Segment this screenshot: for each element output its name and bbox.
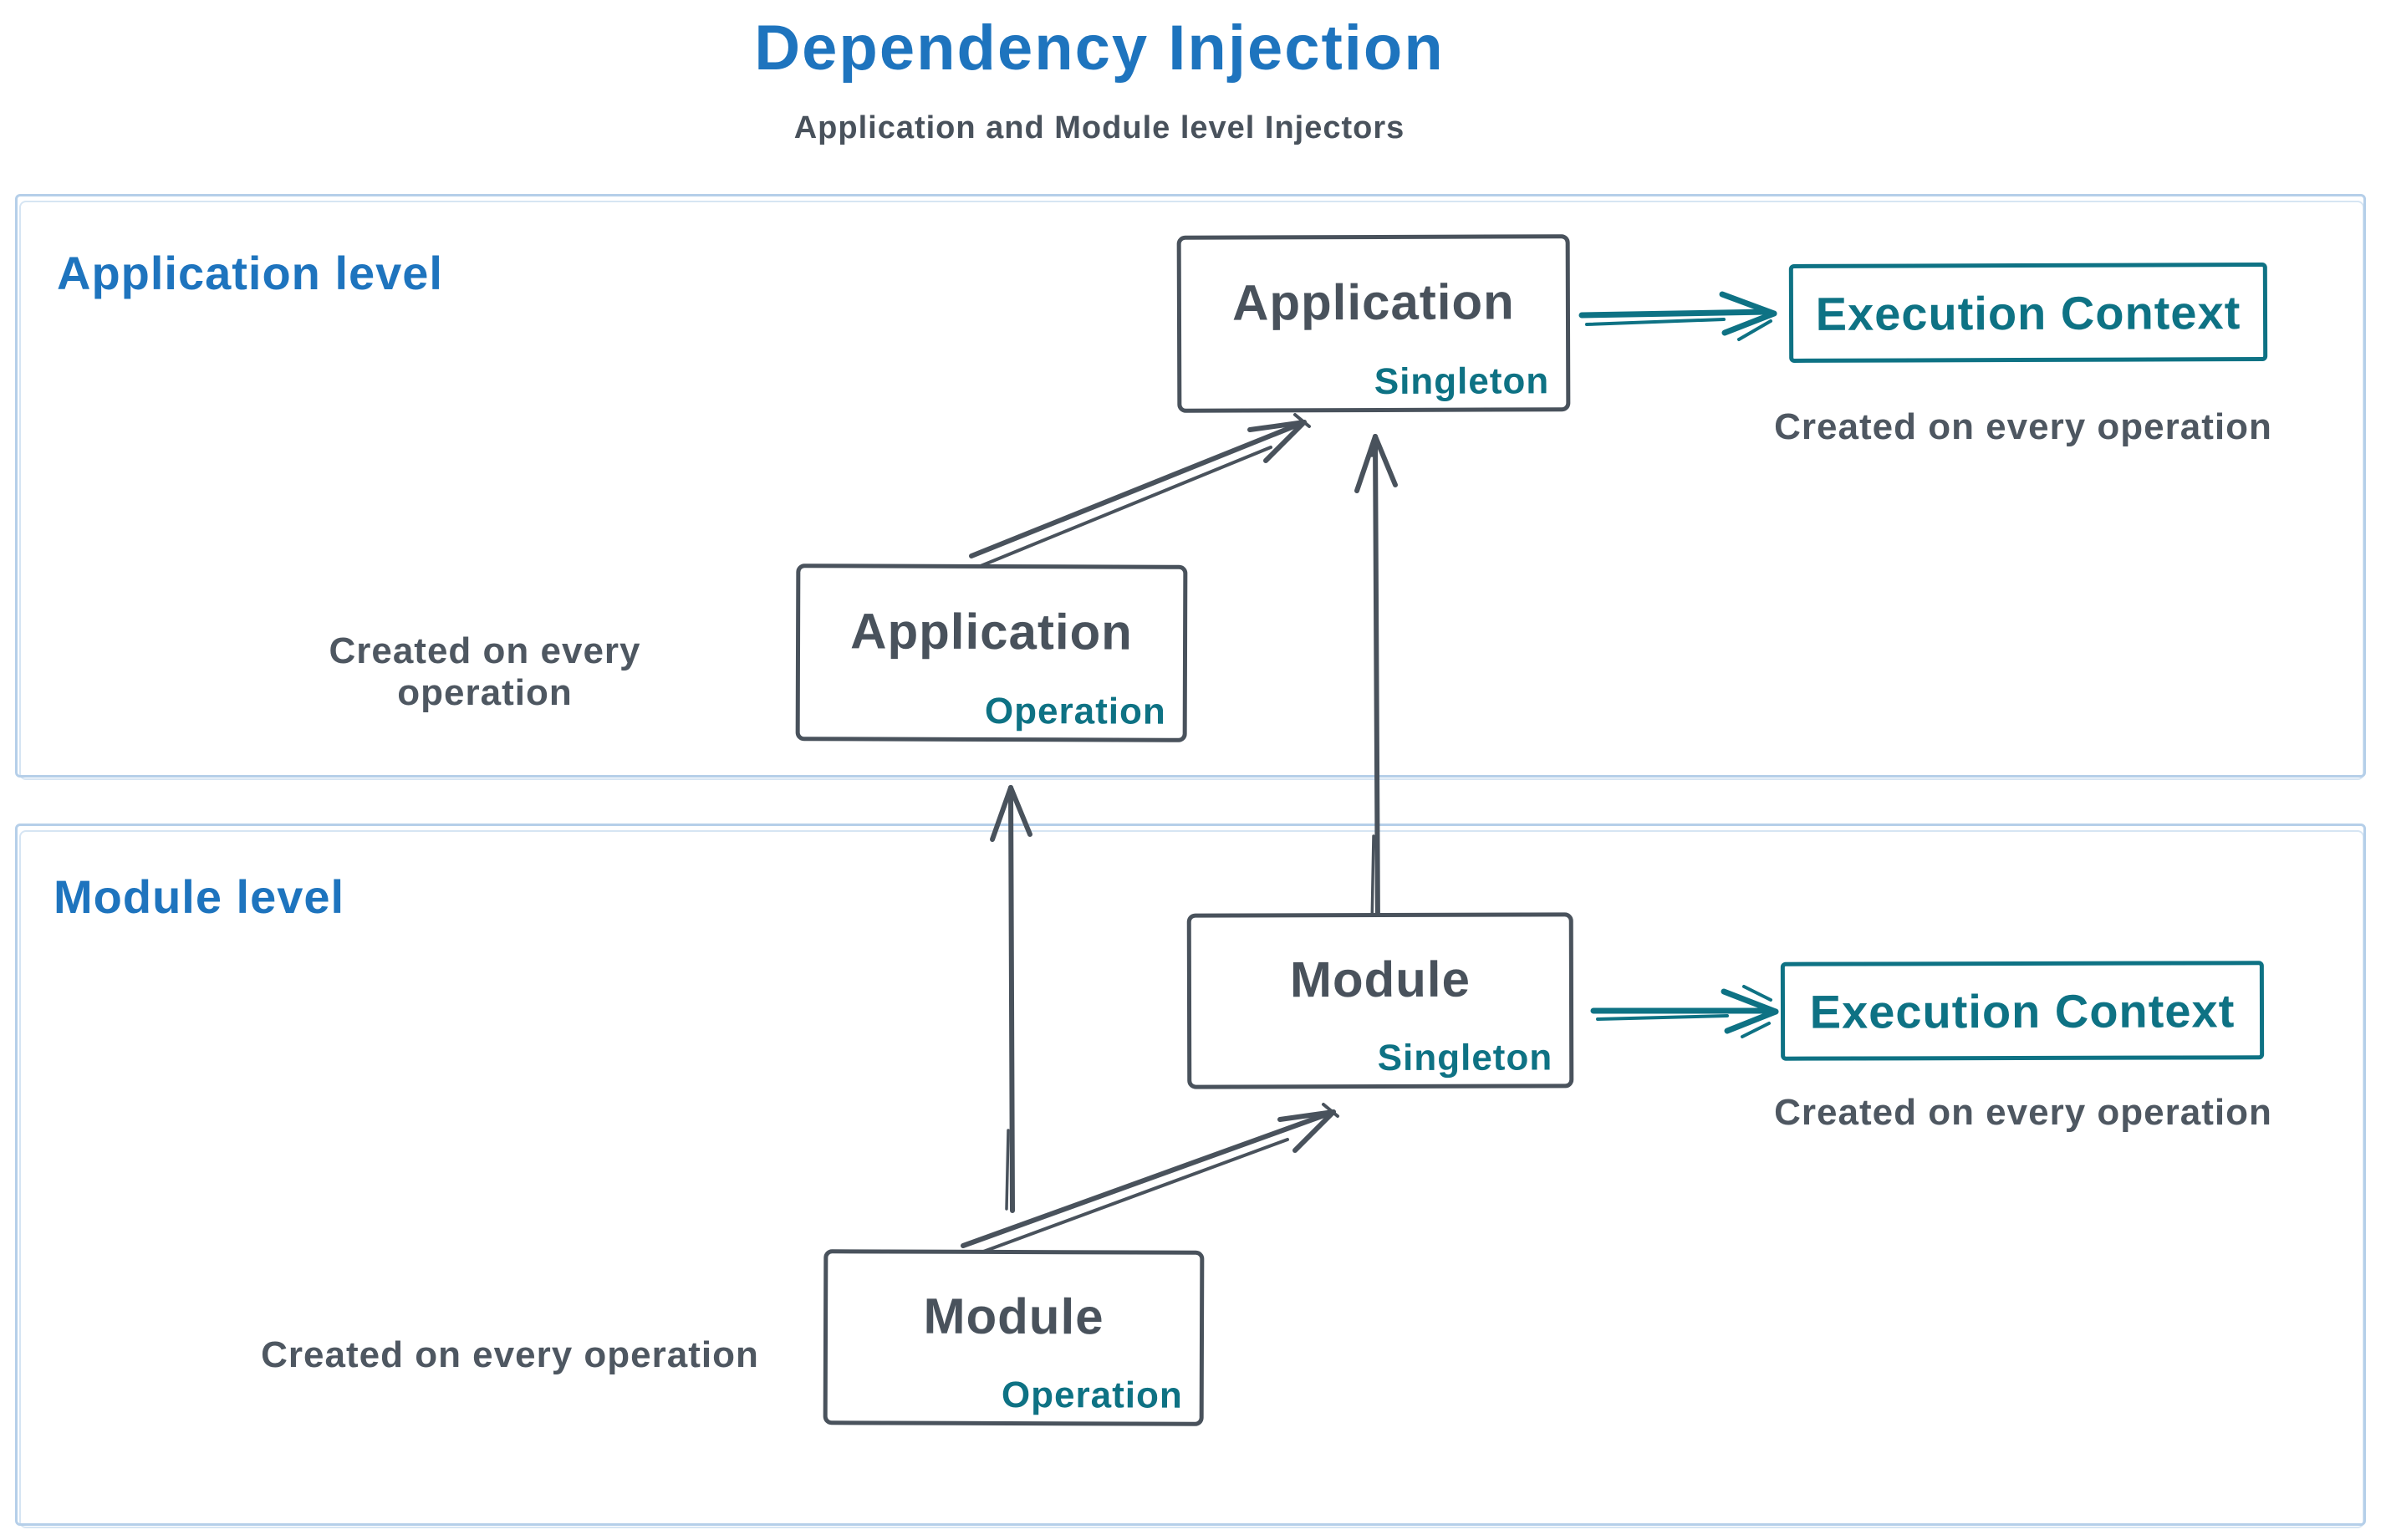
application-singleton-node: Application Singleton bbox=[1176, 234, 1571, 413]
application-operation-node: Application Operation bbox=[795, 563, 1188, 742]
application-level-label: Application level bbox=[57, 247, 443, 299]
module-operation-node-title: Module bbox=[923, 1288, 1104, 1344]
application-execution-context-note: Created on every operation bbox=[1774, 406, 2272, 447]
module-operation-node-scope: Operation bbox=[1001, 1374, 1183, 1416]
application-operation-note: Created on every operation bbox=[329, 630, 641, 713]
module-singleton-node-title: Module bbox=[1289, 951, 1471, 1007]
module-singleton-node-scope: Singleton bbox=[1377, 1037, 1553, 1079]
module-execution-context-note: Created on every operation bbox=[1774, 1092, 2272, 1133]
module-execution-context-node: Execution Context bbox=[1780, 961, 2265, 1061]
diagram-subtitle: Application and Module level Injectors bbox=[793, 110, 1405, 145]
application-operation-node-title: Application bbox=[850, 602, 1134, 660]
diagram-title: Dependency Injection bbox=[754, 13, 1445, 84]
module-operation-note: Created on every operation bbox=[261, 1334, 759, 1375]
application-execution-context-node: Execution Context bbox=[1788, 263, 2268, 363]
module-singleton-node: Module Singleton bbox=[1186, 912, 1574, 1089]
module-level-label: Module level bbox=[54, 870, 345, 923]
application-singleton-node-title: Application bbox=[1231, 273, 1515, 331]
module-operation-node: Module Operation bbox=[823, 1249, 1205, 1426]
application-singleton-node-scope: Singleton bbox=[1374, 360, 1550, 402]
application-operation-node-scope: Operation bbox=[984, 690, 1166, 732]
